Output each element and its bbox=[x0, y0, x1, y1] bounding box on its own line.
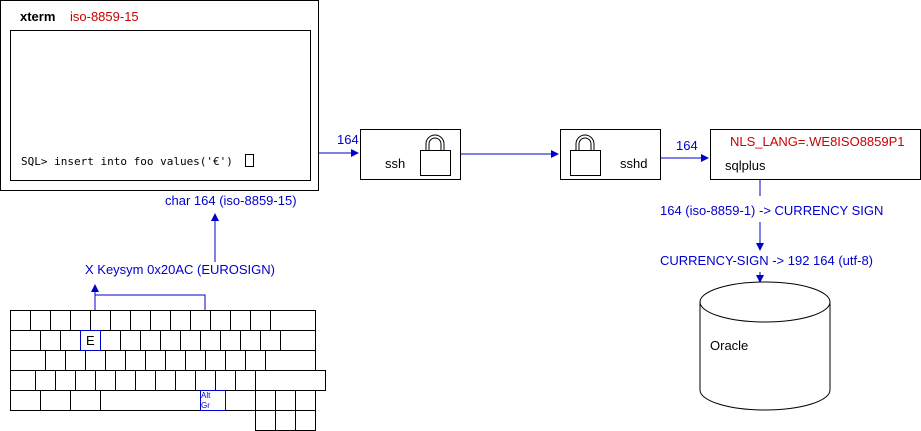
keyboard-key[interactable] bbox=[105, 350, 126, 371]
keyboard-key[interactable] bbox=[40, 390, 71, 411]
keyboard-key[interactable] bbox=[280, 330, 316, 351]
cursor-block bbox=[245, 154, 254, 167]
keyboard-key[interactable] bbox=[270, 310, 316, 331]
oracle-database-icon: Oracle bbox=[699, 281, 831, 411]
arrow-key[interactable] bbox=[295, 410, 316, 431]
keyboard-key[interactable] bbox=[100, 330, 121, 351]
keyboard-key[interactable] bbox=[195, 370, 216, 391]
keyboard-key[interactable] bbox=[190, 310, 211, 331]
oracle-label: Oracle bbox=[710, 338, 748, 353]
keyboard-key[interactable] bbox=[210, 310, 231, 331]
keyboard-key[interactable] bbox=[235, 370, 256, 391]
utf8-label: CURRENCY-SIGN -> 192 164 (utf-8) bbox=[660, 253, 873, 268]
keyboard-key[interactable] bbox=[45, 350, 66, 371]
keyboard-key[interactable] bbox=[10, 390, 41, 411]
keyboard-key[interactable] bbox=[240, 330, 261, 351]
keyboard-key[interactable] bbox=[90, 310, 111, 331]
sql-command-line: SQL> insert into foo values('€') bbox=[21, 155, 233, 168]
keyboard-key[interactable] bbox=[225, 350, 246, 371]
xterm-window: xterm iso-8859-15 SQL> insert into foo v… bbox=[0, 0, 319, 191]
keyboard-key[interactable] bbox=[125, 350, 146, 371]
sshd-label: sshd bbox=[620, 156, 647, 171]
keyboard-key[interactable] bbox=[40, 330, 61, 351]
keyboard-key[interactable] bbox=[230, 310, 251, 331]
arrow-key[interactable] bbox=[295, 390, 316, 411]
arrow-key[interactable] bbox=[255, 390, 276, 411]
keyboard-key[interactable] bbox=[95, 370, 116, 391]
xterm-title: xterm bbox=[20, 9, 55, 24]
sshd-output-label: 164 bbox=[676, 138, 698, 153]
convert-label: 164 (iso-8859-1) -> CURRENCY SIGN bbox=[660, 203, 883, 218]
keyboard-key[interactable] bbox=[75, 370, 96, 391]
keyboard-key[interactable] bbox=[115, 370, 136, 391]
altgr-key[interactable] bbox=[200, 390, 226, 411]
keyboard-key[interactable] bbox=[175, 370, 196, 391]
sshd-node: sshd bbox=[560, 129, 661, 180]
keyboard bbox=[10, 310, 326, 431]
arrow-key[interactable] bbox=[275, 410, 296, 431]
keyboard-key[interactable] bbox=[260, 330, 281, 351]
keyboard-key[interactable] bbox=[215, 370, 236, 391]
altgr-key-label-2: Gr bbox=[201, 401, 210, 410]
keyboard-key[interactable] bbox=[200, 330, 221, 351]
ssh-lock-icon bbox=[420, 134, 451, 176]
keyboard-key[interactable] bbox=[70, 310, 91, 331]
keyboard-key[interactable] bbox=[100, 390, 201, 411]
keyboard-key[interactable] bbox=[140, 330, 161, 351]
keyboard-key[interactable] bbox=[155, 370, 176, 391]
sqlplus-node: NLS_LANG=.WE8ISO8859P1 sqlplus bbox=[710, 129, 921, 180]
nls-lang-label: NLS_LANG=.WE8ISO8859P1 bbox=[730, 134, 905, 149]
keyboard-key[interactable] bbox=[245, 350, 266, 371]
keyboard-key[interactable] bbox=[265, 350, 316, 371]
xterm-terminal-area[interactable] bbox=[10, 30, 311, 181]
keyboard-key[interactable] bbox=[185, 350, 206, 371]
ssh-label: ssh bbox=[385, 156, 405, 171]
keyboard-key[interactable] bbox=[70, 390, 101, 411]
keyboard-key[interactable] bbox=[130, 310, 151, 331]
char-label: char 164 (iso-8859-15) bbox=[165, 193, 297, 208]
keyboard-key[interactable] bbox=[205, 350, 226, 371]
keyboard-key[interactable] bbox=[55, 370, 76, 391]
keyboard-key[interactable] bbox=[170, 310, 191, 331]
keyboard-key[interactable] bbox=[165, 350, 186, 371]
keyboard-key[interactable] bbox=[50, 310, 71, 331]
keyboard-key[interactable] bbox=[255, 370, 326, 391]
keyboard-key[interactable] bbox=[60, 330, 81, 351]
keyboard-key[interactable] bbox=[220, 330, 241, 351]
keyboard-key[interactable] bbox=[85, 350, 106, 371]
keyboard-key[interactable] bbox=[10, 350, 46, 371]
xterm-encoding: iso-8859-15 bbox=[70, 9, 139, 24]
keyboard-key[interactable] bbox=[35, 370, 56, 391]
e-key-label: E bbox=[86, 333, 95, 348]
arrow-key[interactable] bbox=[255, 410, 276, 431]
keyboard-key[interactable] bbox=[30, 310, 51, 331]
arrow-key[interactable] bbox=[275, 390, 296, 411]
ssh-node: ssh bbox=[360, 129, 461, 180]
keyboard-key[interactable] bbox=[65, 350, 86, 371]
keysym-label: X Keysym 0x20AC (EUROSIGN) bbox=[85, 262, 275, 277]
altgr-key-label-1: Alt bbox=[201, 391, 211, 400]
keyboard-key[interactable] bbox=[120, 330, 141, 351]
sqlplus-box bbox=[710, 129, 921, 180]
sshd-lock-icon bbox=[570, 134, 601, 176]
keyboard-key[interactable] bbox=[10, 330, 41, 351]
keyboard-key[interactable] bbox=[145, 350, 166, 371]
keyboard-key[interactable] bbox=[150, 310, 171, 331]
keyboard-key[interactable] bbox=[135, 370, 156, 391]
e-key[interactable] bbox=[80, 330, 101, 351]
sqlplus-label: sqlplus bbox=[725, 158, 766, 173]
ssh-input-label: 164 bbox=[337, 132, 359, 147]
keyboard-key[interactable] bbox=[10, 310, 31, 331]
keyboard-key[interactable] bbox=[180, 330, 201, 351]
keyboard-key[interactable] bbox=[160, 330, 181, 351]
keyboard-key[interactable] bbox=[10, 370, 36, 391]
keyboard-key[interactable] bbox=[250, 310, 271, 331]
keyboard-key[interactable] bbox=[110, 310, 131, 331]
